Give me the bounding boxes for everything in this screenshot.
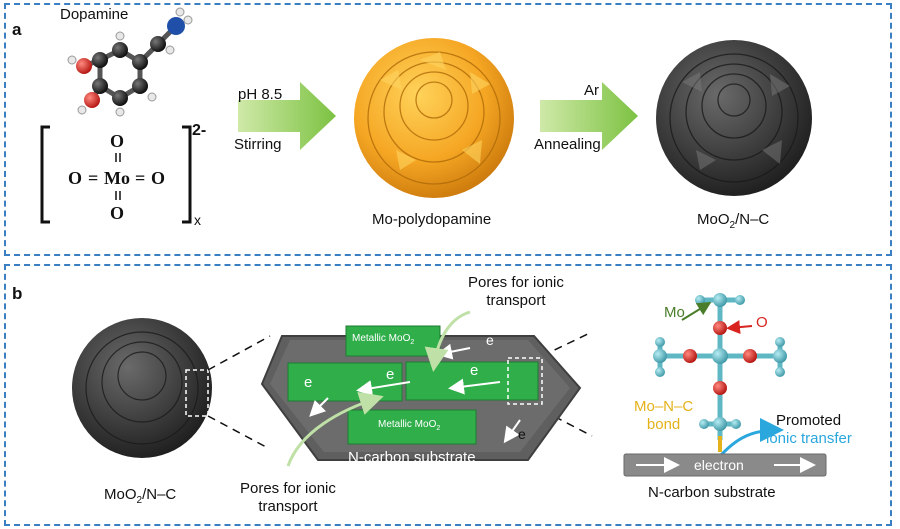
metallic-moo2-label-top: Metallic MoO2 <box>352 333 415 346</box>
molybdate-right-oxygen: O <box>151 168 166 188</box>
molybdate-right-double-bond: = <box>135 168 146 188</box>
step1-condition: pH 8.5 <box>238 86 283 103</box>
dopamine-atoms <box>67 7 193 117</box>
zoom-box-plate <box>507 357 543 405</box>
panel-b-frame <box>4 264 892 526</box>
pore-arrow-bottom <box>286 391 384 467</box>
pore-arrow-top <box>424 310 471 372</box>
mo-atom-label: Mo <box>664 304 685 321</box>
right-substrate-label: N-carbon substrate <box>648 484 776 501</box>
panel-b-letter: b <box>12 284 23 303</box>
molybdate-top-oxygen: O <box>110 131 125 151</box>
electron-bar-label: electron <box>694 457 744 473</box>
step2-process: Annealing <box>534 136 601 153</box>
metallic-moo2-label-bottom: Metallic MoO2 <box>378 419 441 432</box>
ionic-transfer-label: ionic transfer <box>766 430 852 447</box>
mo-polydopamine-sphere <box>354 38 514 198</box>
electron-symbol-2: e <box>304 374 313 391</box>
molybdate-left-double-bond: = <box>88 168 99 188</box>
promoted-label: Promoted <box>776 412 842 429</box>
step1-process: Stirring <box>234 136 282 153</box>
substrate-label: N-carbon substrate <box>348 449 476 466</box>
electron-symbol-5: e <box>518 426 526 442</box>
plate-bottom <box>347 409 477 445</box>
panel-a-frame <box>4 3 892 256</box>
zoom-box-sphere <box>185 369 209 417</box>
process-arrow-2 <box>540 82 638 150</box>
molybdate-bottom-oxygen: O <box>110 203 125 223</box>
step2-condition: Ar <box>584 82 599 99</box>
electron-symbol-1: e <box>486 332 494 348</box>
molybdate-mo: Mo <box>104 168 130 188</box>
molybdate-charge: 2- <box>192 122 207 139</box>
panel-b-sphere <box>72 318 212 458</box>
zoom-guides <box>207 331 593 449</box>
intermediate-label: Mo-polydopamine <box>372 211 492 228</box>
molybdate-brackets <box>40 125 192 224</box>
process-arrow-1 <box>238 82 336 150</box>
electron-symbol-4: e <box>470 362 479 379</box>
o-pointer <box>726 320 753 335</box>
molybdate-subscript: x <box>194 212 201 228</box>
dopamine-label: Dopamine <box>60 6 129 23</box>
molybdate-double-bonds <box>115 153 121 200</box>
moo2-nc-sphere <box>656 40 812 196</box>
molybdate-left-oxygen: O <box>68 168 83 188</box>
electron-symbol-3: e <box>386 366 395 383</box>
product-label: MoO2/N–C <box>697 211 770 231</box>
panel-a-letter: a <box>12 20 22 39</box>
plate-top <box>345 325 441 357</box>
o-atom-label: O <box>756 314 768 331</box>
mo-pointer <box>681 301 712 321</box>
panel-b-sphere-label: MoO2/N–C <box>104 486 177 506</box>
metallic-moo2-plates <box>287 325 539 445</box>
